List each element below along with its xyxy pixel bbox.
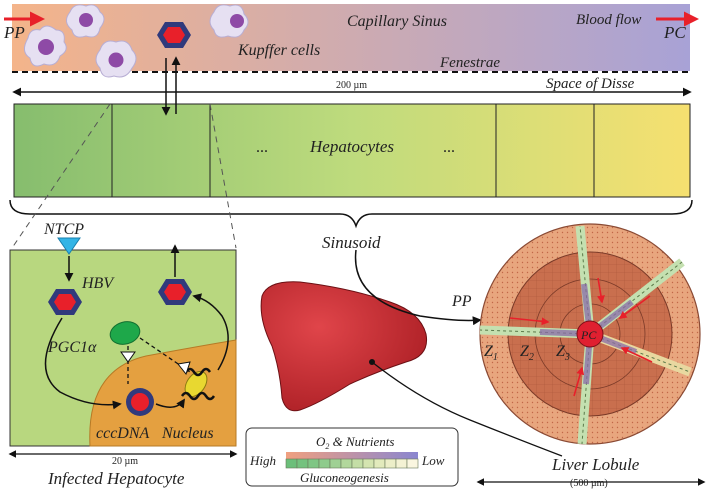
sinusoid-to-lobule-arrow [354, 249, 482, 326]
infected-hepatocyte [9, 249, 237, 447]
legend-bottom-bar [285, 458, 419, 469]
legend-title: O2 & Nutrients [316, 434, 394, 451]
kupffer-cells-label: Kupffer cells [237, 42, 320, 59]
fenestrae-label: Fenestrae [439, 55, 500, 71]
liver-lobule [479, 223, 701, 445]
legend-bottom-label: Gluconeogenesis [300, 470, 389, 485]
cccdna-label: cccDNA [96, 425, 150, 442]
legend-high-label: High [249, 453, 276, 468]
pgc1a-arrowhead-a [120, 351, 136, 363]
pgc1a-protein [109, 321, 141, 345]
ntcp-receptor [57, 237, 81, 255]
blood-flow-label: Blood flow [576, 12, 641, 28]
pgc1a-arrowhead-b [177, 361, 191, 376]
hbv-virus-sinus [157, 22, 191, 48]
hbv-virus-exiting [158, 279, 192, 305]
zone-2-label: Z2 [520, 343, 534, 363]
nucleus-label: Nucleus [161, 425, 214, 442]
hepatocyte-strip [13, 103, 691, 198]
scale-200-label: 200 µm [336, 80, 367, 91]
zone-1-label: Z1 [484, 343, 498, 363]
sinusoid-brace [9, 199, 693, 229]
sinusoid-label: Sinusoid [322, 233, 381, 252]
liver-pointer [371, 361, 563, 457]
scale-500-label: (500 µm) [570, 478, 608, 489]
hepatocytes-label: Hepatocytes [309, 137, 394, 156]
gradient-legend [245, 427, 459, 487]
path-to-cccdna [44, 317, 122, 410]
hbv-virus-entering [48, 289, 82, 315]
transcription-complex [180, 367, 216, 401]
capillary-sinus-label: Capillary Sinus [347, 13, 447, 30]
exchange-arrows [161, 56, 181, 116]
cccdna [126, 388, 154, 416]
ellipsis-right: ... [443, 139, 455, 156]
liver-pointer-dot [369, 359, 375, 365]
pc-center-label: PC [580, 328, 597, 342]
path-to-exit [192, 293, 229, 371]
ntcp-label: NTCP [43, 221, 84, 238]
kupffer-cells [24, 4, 249, 78]
zoom-guides [11, 103, 237, 249]
pp-left-label: PP [3, 23, 25, 42]
scale-20-label: 20 µm [112, 456, 138, 467]
hbv-label: HBV [81, 275, 115, 292]
infected-hepatocyte-label: Infected Hepatocyte [47, 469, 185, 488]
pgc1a-label: PGC1α [47, 339, 97, 356]
legend-low-label: Low [421, 453, 445, 468]
zone-3-label: Z3 [556, 343, 570, 363]
liver-lobule-label: Liver Lobule [551, 455, 640, 474]
pc-right-label: PC [663, 23, 686, 42]
path-to-transcription [155, 398, 185, 409]
pp-lobule-label: PP [451, 293, 472, 310]
ellipsis-left: ... [256, 139, 268, 156]
liver-organ [260, 281, 428, 412]
space-of-disse-label: Space of Disse [546, 76, 635, 92]
